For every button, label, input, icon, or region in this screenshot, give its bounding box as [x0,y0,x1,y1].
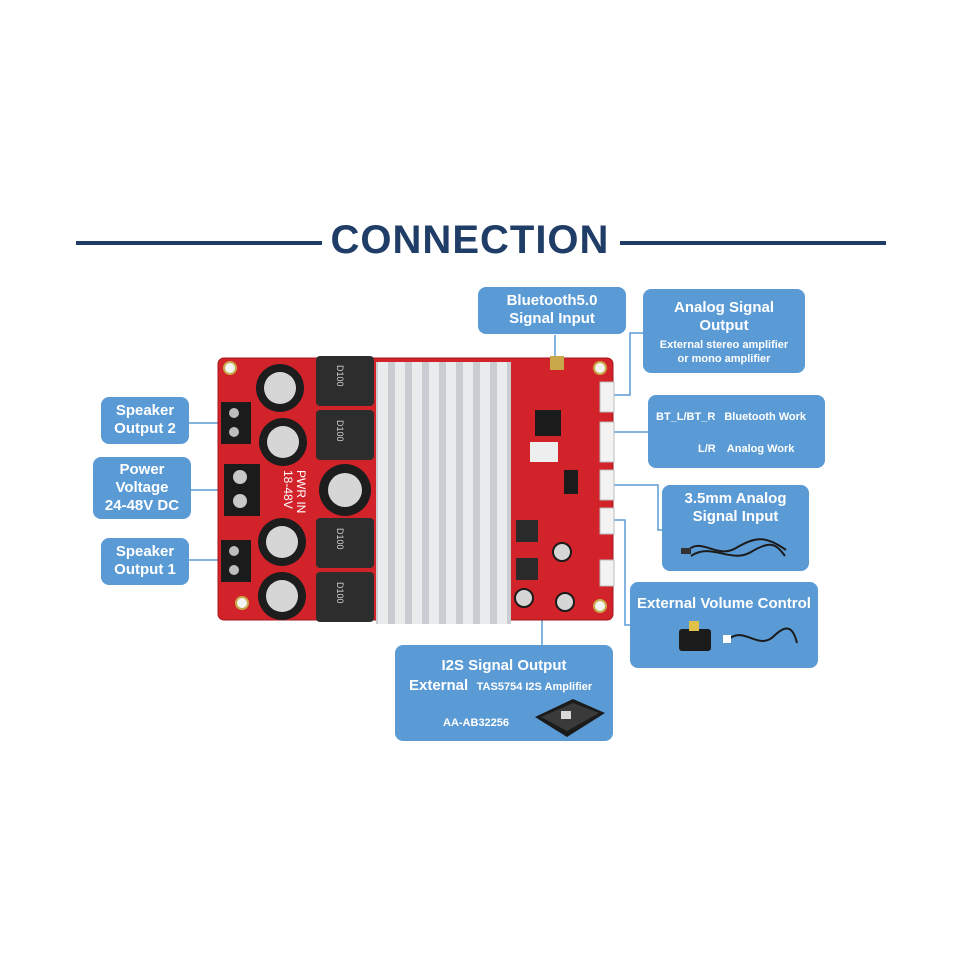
lr-mode-desc: Analog Work [726,443,795,455]
mount-hole-tr [593,361,607,375]
small-cap-2 [555,592,575,612]
speaker-output-2-box: Speaker Output 2 [101,397,189,444]
pwr-in-mark: PWR IN [294,470,308,513]
capacitors [256,364,371,620]
title-rule-right [620,241,886,245]
i2s-board-icon [535,699,605,737]
terminal-power [224,464,260,516]
mount-hole-bl [235,596,249,610]
line-analog-input [605,484,662,531]
volume-knob-icon [679,621,798,651]
bt-mode-row: BT_L/BT_R Bluetooth Work [656,411,806,423]
inductor-mark-3: D100 [335,528,345,550]
title-rule-left [76,241,322,245]
small-cap-1 [552,542,572,562]
line-analog-output [608,332,645,396]
terminal-speaker2 [221,402,251,444]
mount-hole-br [593,599,607,613]
i2s-desc-row: External TAS5754 I2S Amplifier [409,677,592,695]
power-line2: Voltage [115,479,169,496]
bluetooth-input-label: Bluetooth5.0 Signal Input [506,292,598,327]
power-voltage-box: Power Voltage 24-48V DC [93,457,191,519]
work-mode-box: BT_L/BT_R Bluetooth Work L/R Analog Work [648,395,825,468]
bt-mode-code: BT_L/BT_R [656,411,716,423]
speaker-output-2-label: Speaker Output 2 [114,402,176,437]
header-connector [530,442,558,462]
volume-control-label: External Volume Control [637,595,811,612]
analog-output-desc2: or mono amplifier [677,353,771,365]
i2s-desc: TAS5754 I2S Amplifier [476,681,593,693]
analog-output-title: Analog Signal Output [673,299,774,334]
inductors [316,356,374,622]
power-line1: Power [119,461,165,478]
heatsink [376,362,511,624]
analog-input-box: 3.5mm Analog Signal Input [662,485,809,571]
side-headers [599,381,615,587]
page-title: CONNECTION [330,218,610,262]
i2s-title: I2S Signal Output [441,657,567,674]
inductor-mark-4: D100 [335,582,345,604]
speaker-output-1-box: Speaker Output 1 [101,538,189,585]
i2s-output-box: I2S Signal Output External TAS5754 I2S A… [395,645,613,741]
speaker-output-1-label: Speaker Output 1 [114,543,176,578]
terminal-speaker1 [221,540,251,582]
voltage-mark: 18-48V [281,470,295,509]
lr-mode-code: L/R [698,443,716,455]
small-inductor-1 [516,520,538,542]
antenna-pad [550,356,564,370]
mount-hole-tl [223,361,237,375]
analog-output-box: Analog Signal Output External stereo amp… [643,289,805,373]
volume-control-box: External Volume Control [630,582,818,668]
line-volume [610,519,630,626]
small-inductor-2 [516,558,538,580]
lr-mode-row: L/R Analog Work [698,443,794,455]
inductor-mark-1: D100 [335,365,345,387]
small-cap-3 [514,588,534,608]
bt-mode-desc: Bluetooth Work [724,411,807,423]
i2s-external: External [409,677,469,694]
i2s-model: AA-AB32256 [443,717,510,729]
bluetooth-input-box: Bluetooth5.0 Signal Input [478,287,626,334]
mode-switch [564,470,578,494]
inductor-mark-2: D100 [335,420,345,442]
audio-cable-icon [680,538,787,557]
analog-input-label: 3.5mm Analog Signal Input [684,490,787,525]
main-chip [535,410,561,436]
power-line3: 24-48V DC [104,497,180,514]
analog-output-desc1: External stereo amplifier [659,339,789,351]
